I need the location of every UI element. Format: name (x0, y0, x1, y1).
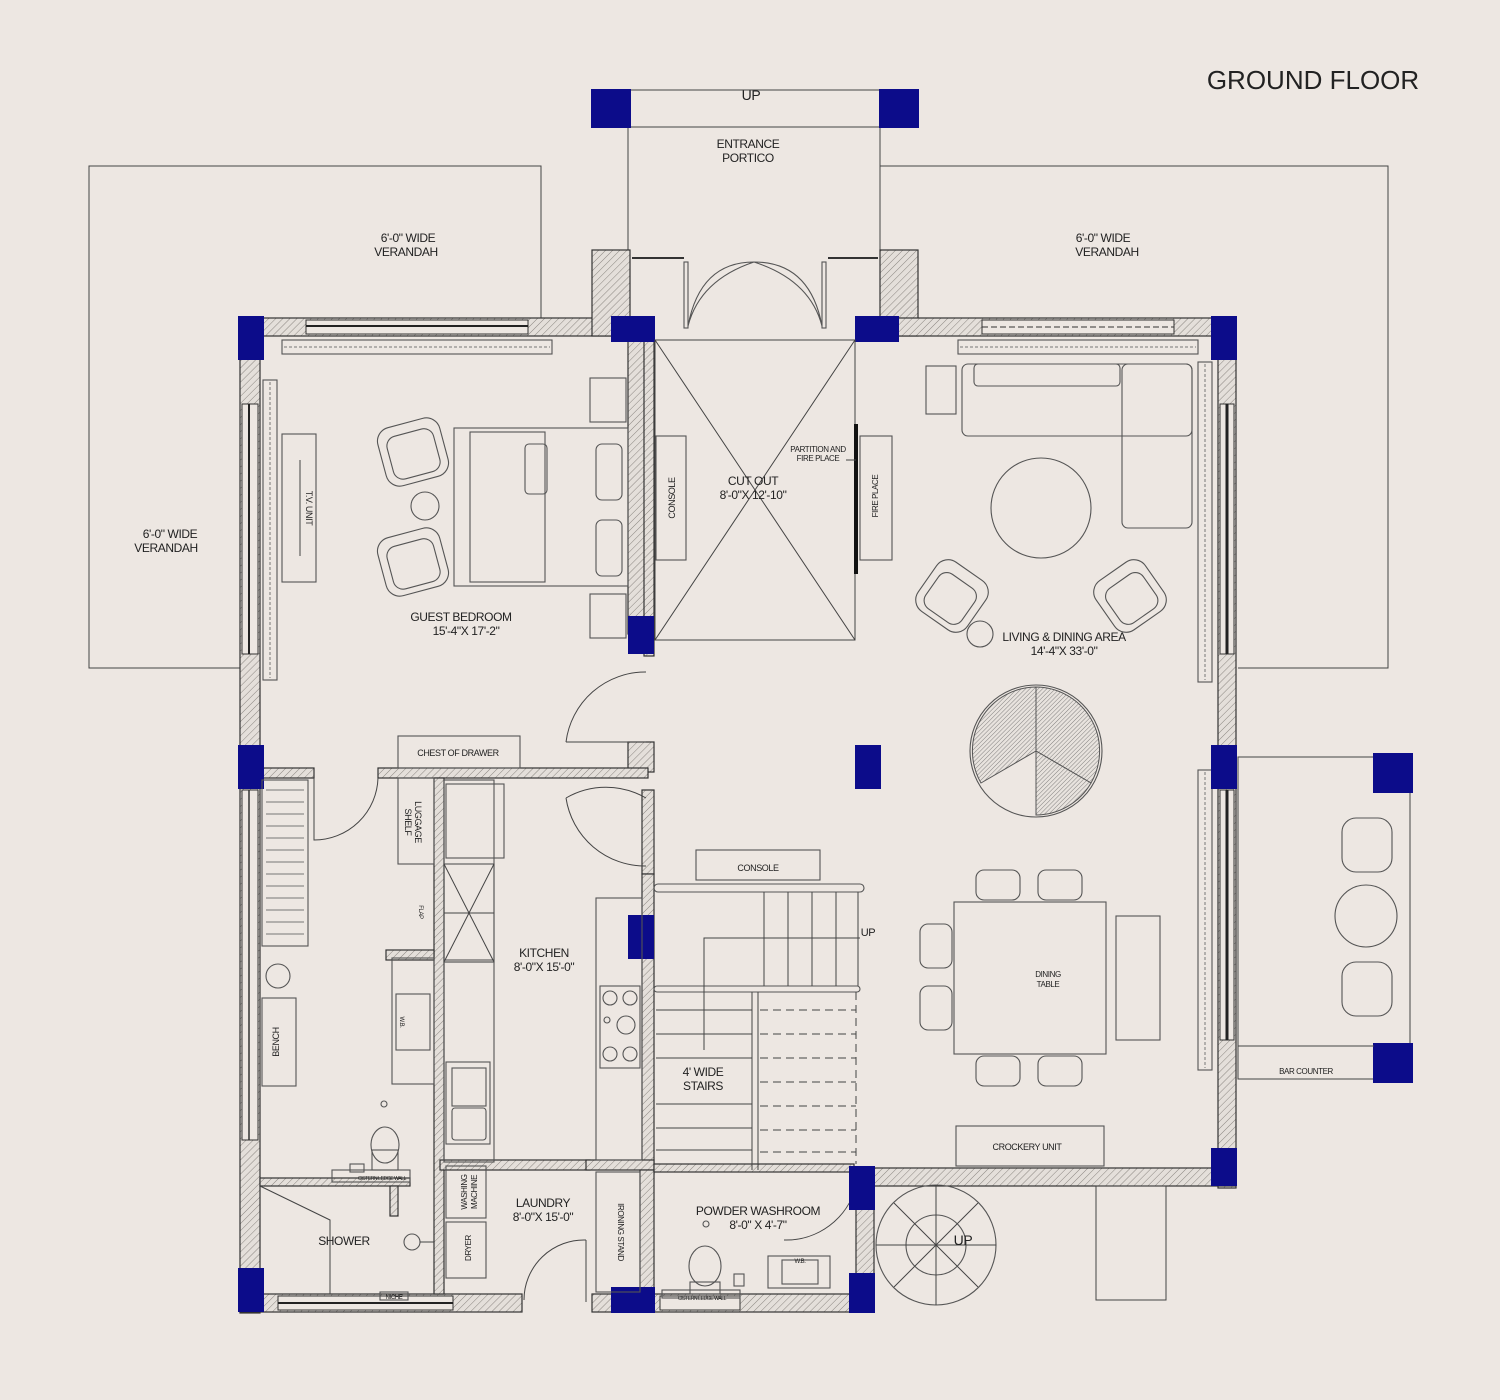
label-guest-bedroom: GUEST BEDROOM (410, 610, 512, 624)
laundry-powder-fixtures (445, 1165, 831, 1299)
living-dining-furniture (655, 363, 1193, 1167)
label-stairs-2: STAIRS (683, 1079, 723, 1093)
bar-counter-furniture (1238, 817, 1398, 1047)
label-luggage-1: LUGGAGE (413, 801, 423, 843)
label-partition-2: FIRE PLACE (797, 454, 840, 463)
label-guest-bedroom-size: 15'-4"X 17'-2" (433, 624, 500, 638)
label-verandah-left-1: 6'-0" WIDE (143, 527, 198, 541)
windows (241, 319, 1235, 1311)
label-cutout-size: 8'-0"X 12'-10" (720, 488, 787, 502)
label-bar-counter: BAR COUNTER (1279, 1067, 1333, 1076)
label-up-top: UP (742, 87, 761, 103)
bathroom-fixtures (259, 777, 435, 1301)
label-kitchen: KITCHEN (519, 946, 569, 960)
curtains (262, 339, 1213, 1071)
label-dining-2: TABLE (1037, 980, 1060, 989)
label-living-size: 14'-4"X 33'-0" (1031, 644, 1098, 658)
label-luggage-2: SHELF (403, 808, 413, 836)
label-wb-2: W.B. (794, 1259, 806, 1265)
portico-steps (591, 89, 919, 128)
stairs (653, 883, 865, 1170)
room-labels: UP ENTRANCE PORTICO 6'-0" WIDE VERANDAH … (134, 87, 1334, 1302)
label-powder: POWDER WASHROOM (696, 1204, 821, 1218)
label-powder-size: 8'-0" X 4'-7" (729, 1218, 786, 1232)
interior-walls (259, 335, 855, 1295)
label-verandah-left-2: VERANDAH (134, 541, 197, 555)
label-shower: SHOWER (318, 1234, 370, 1248)
label-verandah-right-2: VERANDAH (1075, 245, 1138, 259)
label-crockery: CROCKERY UNIT (993, 1142, 1063, 1152)
label-verandah-right-1: 6'-0" WIDE (1076, 231, 1131, 245)
columns (238, 316, 1413, 1313)
plan-title: GROUND FLOOR (1207, 65, 1419, 95)
label-dining-1: DINING (1035, 970, 1061, 979)
label-tv-unit: T.V. UNIT (304, 491, 314, 526)
label-bench: BENCH (271, 1027, 281, 1057)
label-cistern-1: CISTERN LEDGE WALL (358, 1176, 407, 1182)
label-kitchen-size: 8'-0"X 15'-0" (514, 960, 575, 974)
label-ironing: IRONING STAND (616, 1203, 625, 1261)
spiral-staircase (875, 1184, 1167, 1306)
kitchen-fixtures (443, 779, 643, 1163)
label-washing-2: MACHINE (470, 1175, 479, 1209)
label-portico-2: PORTICO (722, 151, 774, 165)
label-washing-1: WASHING (460, 1174, 469, 1209)
label-console-2: CONSOLE (737, 863, 779, 873)
label-partition-1: PARTITION AND (790, 445, 846, 454)
label-verandah-left-top-1: 6'-0" WIDE (381, 231, 436, 245)
label-laundry: LAUNDRY (516, 1196, 571, 1210)
guest-bedroom-furniture (281, 377, 629, 769)
label-flap: FLAP (417, 905, 423, 919)
label-living: LIVING & DINING AREA (1002, 630, 1126, 644)
verandah-outlines (88, 128, 1411, 1080)
label-verandah-left-top-2: VERANDAH (374, 245, 437, 259)
label-chest: CHEST OF DRAWER (417, 748, 499, 758)
label-console-1: CONSOLE (667, 477, 677, 519)
label-wb-1: W.B. (398, 1016, 404, 1028)
label-portico-1: ENTRANCE (717, 137, 780, 151)
label-cutout: CUT OUT (728, 474, 779, 488)
label-fire-place: FIRE PLACE (871, 475, 880, 518)
label-up-spiral: UP (954, 1232, 973, 1248)
label-dryer: DRYER (464, 1234, 473, 1260)
label-niche: NICHE (386, 1295, 403, 1301)
label-laundry-size: 8'-0"X 15'-0" (513, 1210, 574, 1224)
label-stairs-1: 4' WIDE (683, 1065, 724, 1079)
label-up-stairs: UP (861, 927, 876, 939)
label-cistern-2: CISTERN LEDGE WALL (678, 1296, 727, 1302)
